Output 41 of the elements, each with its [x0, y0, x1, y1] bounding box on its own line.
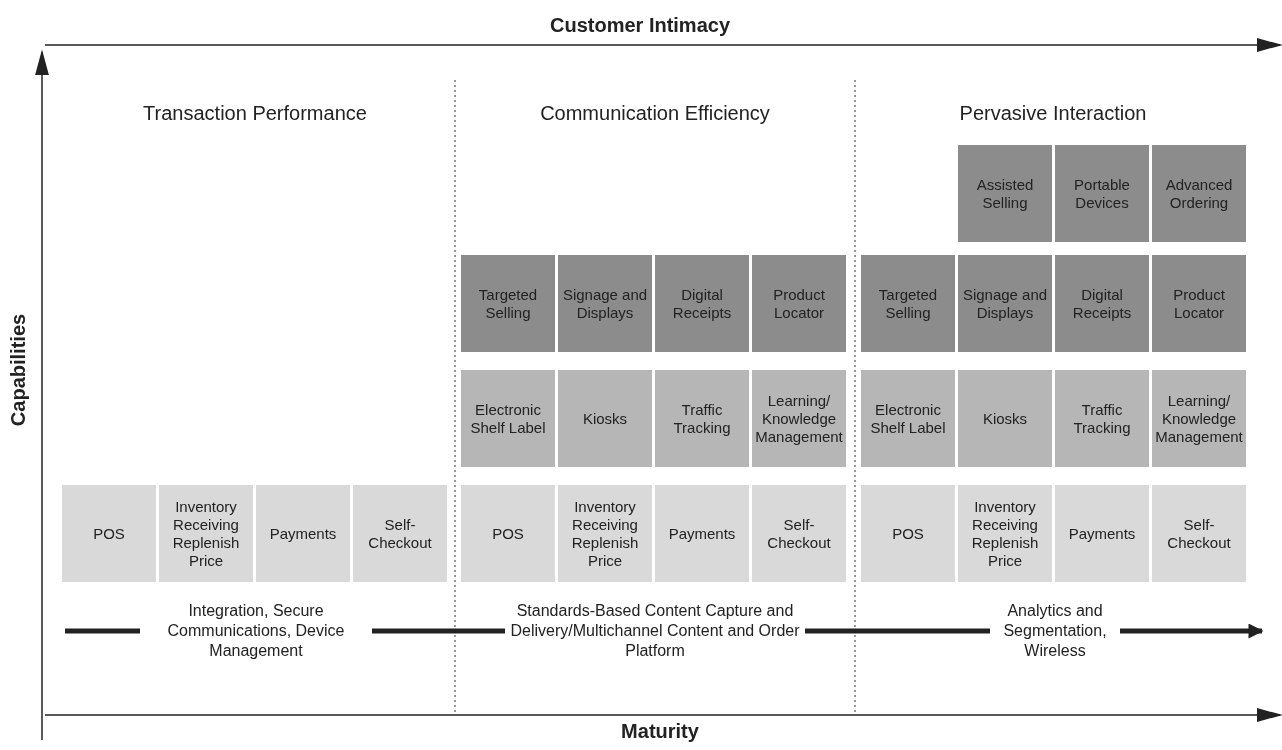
- capability-tile: Traffic Tracking: [1055, 370, 1149, 467]
- capability-tile: POS: [861, 485, 955, 582]
- capability-tile: Digital Receipts: [655, 255, 749, 352]
- capability-tile: Kiosks: [558, 370, 652, 467]
- connector-line: [805, 628, 990, 634]
- capability-tile: Assisted Selling: [958, 145, 1052, 242]
- capability-tile: Self-Checkout: [1152, 485, 1246, 582]
- capability-tile: Portable Devices: [1055, 145, 1149, 242]
- capability-tile: Payments: [655, 485, 749, 582]
- capability-tile: Product Locator: [1152, 255, 1246, 352]
- connector-line: [372, 628, 505, 634]
- capability-tile: Targeted Selling: [461, 255, 555, 352]
- capability-tile: Electronic Shelf Label: [861, 370, 955, 467]
- column-heading: Pervasive Interaction: [959, 102, 1147, 125]
- capability-tile: Targeted Selling: [861, 255, 955, 352]
- column-heading: Communication Efficiency: [540, 102, 770, 125]
- connector-line: [65, 628, 140, 634]
- capability-tile: Learning/ Knowledge Management: [1152, 370, 1246, 467]
- capability-tile: Advanced Ordering: [1152, 145, 1246, 242]
- capability-tile: POS: [461, 485, 555, 582]
- capability-tile: Signage and Displays: [958, 255, 1052, 352]
- capability-tile: Payments: [1055, 485, 1149, 582]
- capability-tile: Inventory Receiving Replenish Price: [159, 485, 253, 582]
- capability-tile: Product Locator: [752, 255, 846, 352]
- capability-tile: Inventory Receiving Replenish Price: [958, 485, 1052, 582]
- capability-tile: Self-Checkout: [752, 485, 846, 582]
- capability-tile: Kiosks: [958, 370, 1052, 467]
- capability-tile: Inventory Receiving Replenish Price: [558, 485, 652, 582]
- axis-label: Customer Intimacy: [549, 14, 731, 37]
- capability-tile: Learning/ Knowledge Management: [752, 370, 846, 467]
- capability-tile: Signage and Displays: [558, 255, 652, 352]
- capability-tile: POS: [62, 485, 156, 582]
- capability-tile: Digital Receipts: [1055, 255, 1149, 352]
- arrow: [1120, 623, 1264, 639]
- axis-label: Capabilities: [6, 313, 30, 427]
- capability-tile: Payments: [256, 485, 350, 582]
- capability-tile: Self-Checkout: [353, 485, 447, 582]
- capability-tile: Electronic Shelf Label: [461, 370, 555, 467]
- capability-tile: Traffic Tracking: [655, 370, 749, 467]
- axis-label: Maturity: [621, 720, 699, 743]
- column-heading: Transaction Performance: [143, 102, 367, 125]
